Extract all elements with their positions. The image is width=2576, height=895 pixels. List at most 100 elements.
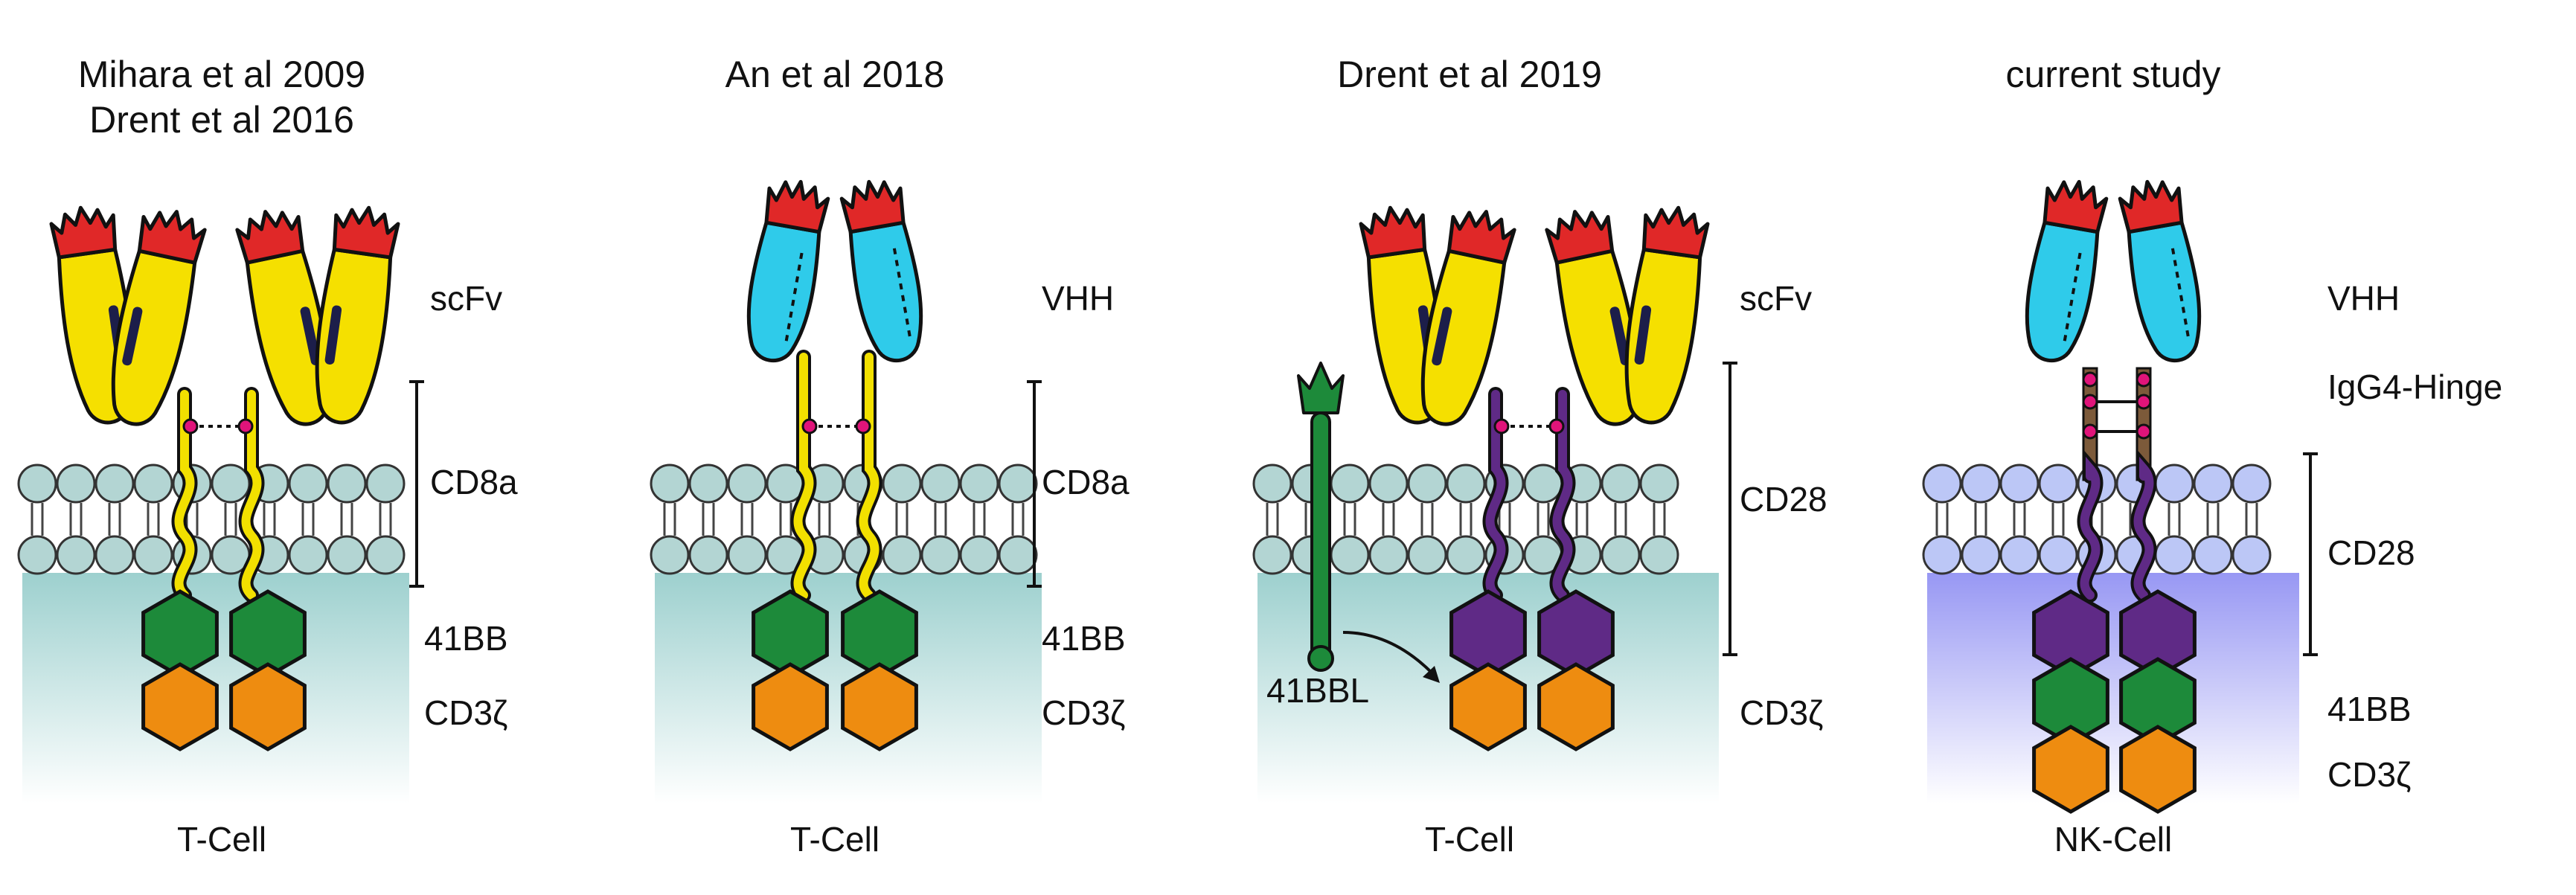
panel-4-cell-label: NK-Cell bbox=[2054, 820, 2173, 859]
panel-4-membrane-head-top bbox=[1922, 463, 1962, 504]
panel-1-stalk-right bbox=[241, 390, 262, 600]
panel-3-binder-label: scFv bbox=[1740, 279, 1813, 318]
panel-2-membrane-head-top bbox=[727, 463, 767, 504]
panel-1-membrane-head-top bbox=[327, 463, 367, 504]
panel-4-hinge-cys-2 bbox=[2082, 423, 2098, 440]
panel-1-disulfide-cys-right bbox=[237, 418, 254, 434]
panel-1-scfv-outer-right bbox=[315, 205, 400, 425]
panel-1-membrane bbox=[17, 463, 406, 575]
panel-4-domain-hex-1-2 bbox=[2119, 725, 2197, 814]
panel-3-ligand-label: 41BBL bbox=[1266, 671, 1370, 710]
panel-2-cell-label: T-Cell bbox=[789, 820, 880, 859]
panel-4-hinge-label: IgG4-Hinge bbox=[2327, 368, 2503, 406]
panel-3-stalk-left bbox=[1485, 390, 1506, 600]
panel-4-hinge-cys-5 bbox=[2136, 423, 2152, 440]
panel-4-membrane-head-bottom bbox=[2038, 535, 2078, 575]
panel-2-membrane-head-bottom bbox=[959, 535, 999, 575]
panel-3-stalk-label: CD28 bbox=[1740, 480, 1827, 519]
panel-4-stalk-right bbox=[2133, 456, 2154, 600]
panel-4-title-line-1: current study bbox=[2005, 54, 2221, 95]
panel-2-vhh-left-cdr bbox=[764, 179, 830, 234]
panel-1-title: Mihara et al 2009 Drent et al 2016 bbox=[78, 52, 365, 143]
panel-1-title-line-1: Mihara et al 2009 bbox=[77, 54, 366, 95]
panel-2-membrane-head-bottom bbox=[998, 535, 1038, 575]
panel-3-scfv-outer-right-linker-bar bbox=[1634, 305, 1652, 365]
panel-3-arrow-head bbox=[1423, 666, 1440, 683]
panel-2-disulfide-cys-left bbox=[801, 418, 818, 434]
panel-1-scfv-inner-left-body bbox=[111, 248, 197, 426]
panel-2-disulfide-cys-right bbox=[855, 418, 871, 434]
panel-3-membrane-head-bottom bbox=[1368, 535, 1409, 575]
panel-1-scfv-outer-right-cdr bbox=[332, 205, 400, 260]
panel-2-vhh-right-dash bbox=[892, 248, 911, 337]
panel-4-membrane-head-bottom bbox=[2154, 535, 2194, 575]
panel-3-title-line-1: Drent et al 2019 bbox=[1337, 54, 1602, 95]
panel-2-membrane-head-top bbox=[882, 463, 922, 504]
panel-1-scfv-inner-left-linker-bar bbox=[122, 307, 143, 366]
panel-3-scfv-outer-left bbox=[1359, 205, 1444, 425]
panel-1-membrane-head-top bbox=[94, 463, 135, 504]
panel-3-ligand-foot bbox=[1307, 645, 1334, 672]
panel-1-domain-hex-1-1 bbox=[229, 662, 307, 751]
panel-1-domain-label-cd3z: CD3ζ bbox=[424, 693, 508, 732]
panel-1-membrane-head-bottom bbox=[133, 535, 173, 575]
panel-2-vhh-left bbox=[746, 179, 830, 363]
panel-4-vhh-right-body bbox=[2127, 220, 2202, 363]
panel-4-hinge-cys-4 bbox=[2136, 394, 2152, 410]
panel-3-membrane-head-bottom bbox=[1601, 535, 1641, 575]
panel-3-scfv-inner-left bbox=[1420, 210, 1516, 426]
panel-4-membrane-head-top bbox=[2193, 463, 2233, 504]
panel-4-binder-label: VHH bbox=[2327, 279, 2400, 318]
panel-3-membrane-head-top bbox=[1368, 463, 1409, 504]
panel-1-membrane-head-top bbox=[288, 463, 328, 504]
panel-4-membrane-head-top bbox=[1999, 463, 2040, 504]
panel-2-vhh-right bbox=[839, 179, 923, 363]
panel-1-stalk-label: CD8a bbox=[430, 463, 518, 501]
panel-1-scfv-inner-left-cdr bbox=[137, 210, 207, 265]
panel-4-domain-hex-0-2 bbox=[2032, 725, 2109, 814]
panel-4-stalk-left bbox=[2080, 456, 2101, 600]
panel-1-scfv-inner-left bbox=[111, 210, 207, 426]
panel-1-disulfide-cys-left bbox=[182, 418, 199, 434]
panel-3-scfv-outer-right-body bbox=[1624, 247, 1702, 425]
panel-3-scfv-inner-left-linker-bar bbox=[1432, 307, 1452, 366]
panel-2-vhh-left-body bbox=[746, 220, 821, 363]
panel-3-scfv-outer-right-cdr bbox=[1641, 205, 1710, 260]
panel-4-title: current study bbox=[2005, 52, 2220, 97]
panel-1-membrane-head-top bbox=[211, 463, 251, 504]
panel-2-membrane bbox=[650, 463, 1038, 575]
panel-1-scfv-outer-left-cdr bbox=[49, 205, 118, 260]
panel-4-membrane-head-bottom bbox=[1922, 535, 1962, 575]
panel-3-stalk-right bbox=[1552, 390, 1573, 600]
panel-4-vhh-right bbox=[2118, 179, 2202, 363]
panel-4-membrane-head-top bbox=[2038, 463, 2078, 504]
panel-1-membrane-head-bottom bbox=[56, 535, 96, 575]
panel-3-scfv-inner-left-cdr bbox=[1446, 210, 1516, 265]
panel-1-domain-label-41bb: 41BB bbox=[424, 619, 508, 658]
panel-3-membrane-head-bottom bbox=[1330, 535, 1370, 575]
panel-3-scfv-outer-right bbox=[1624, 205, 1710, 425]
panel-1-title-line-2: Drent et al 2016 bbox=[89, 99, 354, 141]
panel-2-vhh-right-cdr bbox=[839, 179, 906, 234]
panel-3-membrane-head-top bbox=[1407, 463, 1447, 504]
panel-3-membrane-head-bottom bbox=[1446, 535, 1486, 575]
panel-3-scfv-outer-left-cdr bbox=[1359, 205, 1427, 260]
panel-4-domain-label-41bb: 41BB bbox=[2327, 690, 2412, 728]
panel-4-vhh-left-dash bbox=[2063, 252, 2082, 341]
panel-2-vhh-right-body bbox=[848, 220, 923, 363]
panel-1-membrane-head-top bbox=[17, 463, 57, 504]
panel-2-membrane-head-top bbox=[688, 463, 728, 504]
panel-3-membrane-head-top bbox=[1601, 463, 1641, 504]
panel-4-cytoplasm bbox=[1927, 573, 2299, 803]
panel-3-ligand-head bbox=[1297, 362, 1345, 414]
panel-2-stalk-right bbox=[859, 353, 880, 600]
panel-4-membrane-head-bottom bbox=[2231, 535, 2272, 575]
panel-3-disulfide-cys-right bbox=[1548, 418, 1565, 434]
panel-4-hinge-cys-3 bbox=[2136, 371, 2152, 388]
panel-3-membrane-head-bottom bbox=[1639, 535, 1679, 575]
panel-3-scfv-inner-right-cdr bbox=[1545, 210, 1615, 265]
panel-2-membrane-head-bottom bbox=[688, 535, 728, 575]
panel-3-scfv-inner-left-body bbox=[1420, 248, 1507, 426]
